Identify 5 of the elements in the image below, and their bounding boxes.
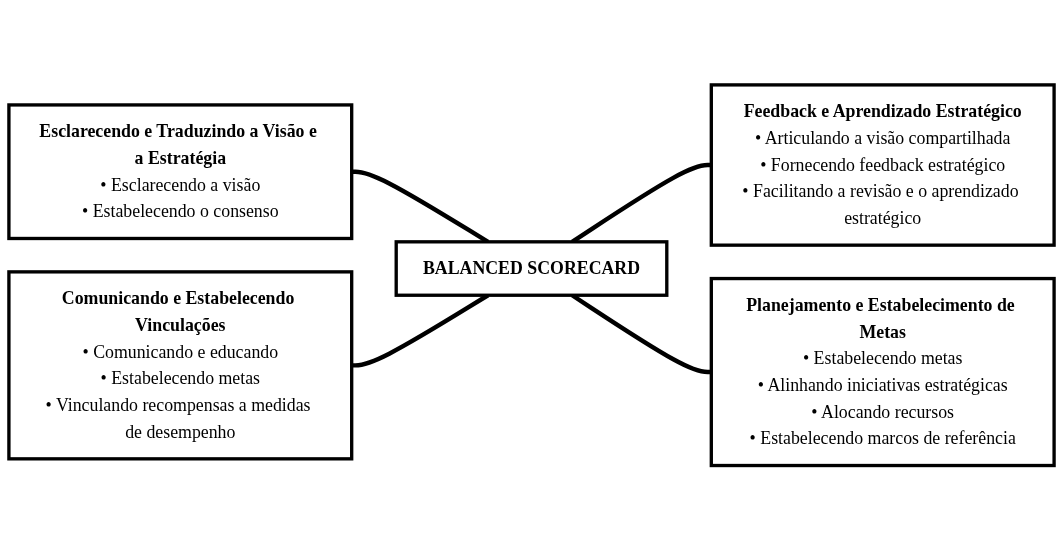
node-box: Esclarecendo e Traduzindo a Visão e a Estratégia • Esclarecendo a visão • Estabelecendo o consenso: [7, 103, 354, 240]
node-box: Comunicando e Estabelecendo Vinculações • Comunicando e educando • Estabelecendo metas • Vinculando recompensas a medidas de desempenho: [7, 269, 354, 461]
node-box: Planejamento e Estabelecimento de Metas • Estabelecendo metas • Alinhando iniciativas estratégicas • Alocando recursos • Estabelecendo marcos de referência: [709, 276, 1056, 467]
node-box: Feedback e Aprendizado Estratégico • Articulando a visão compartilhada • Fornecendo feedback estratégico • Facilitando a revisão e o aprendizado estratégico: [709, 83, 1056, 247]
node-box: BALANCED SCORECARD: [394, 239, 669, 297]
